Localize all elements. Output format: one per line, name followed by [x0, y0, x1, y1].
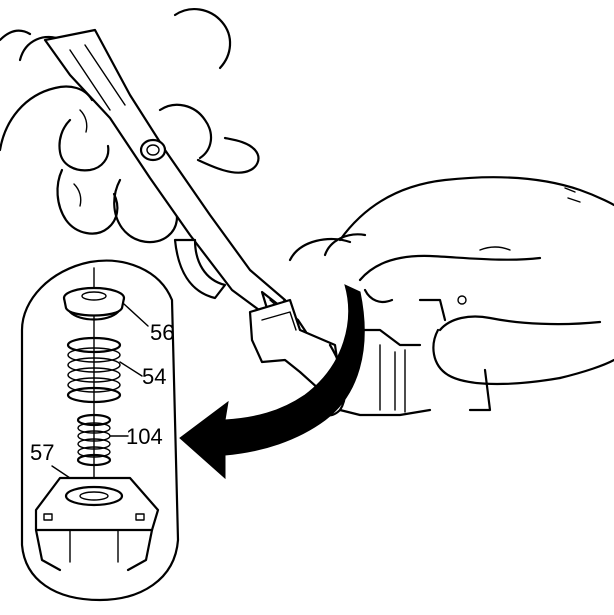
part-54-outer-spring — [66, 336, 122, 404]
leader-57 — [51, 465, 71, 479]
leader-56 — [123, 303, 149, 327]
callout-54: 54 — [142, 364, 166, 389]
callout-104: 104 — [126, 424, 163, 449]
part-57-housing-bore — [34, 476, 160, 572]
right-hand — [323, 176, 614, 386]
exploded-view-callout: 56 54 104 57 — [20, 259, 180, 602]
left-hand — [0, 8, 260, 244]
callout-57: 57 — [30, 440, 54, 465]
direction-arrow — [179, 284, 365, 480]
valve-body-housing — [248, 238, 492, 417]
part-56-valve — [62, 286, 126, 321]
callout-56: 56 — [150, 320, 174, 345]
leader-54 — [119, 361, 143, 377]
